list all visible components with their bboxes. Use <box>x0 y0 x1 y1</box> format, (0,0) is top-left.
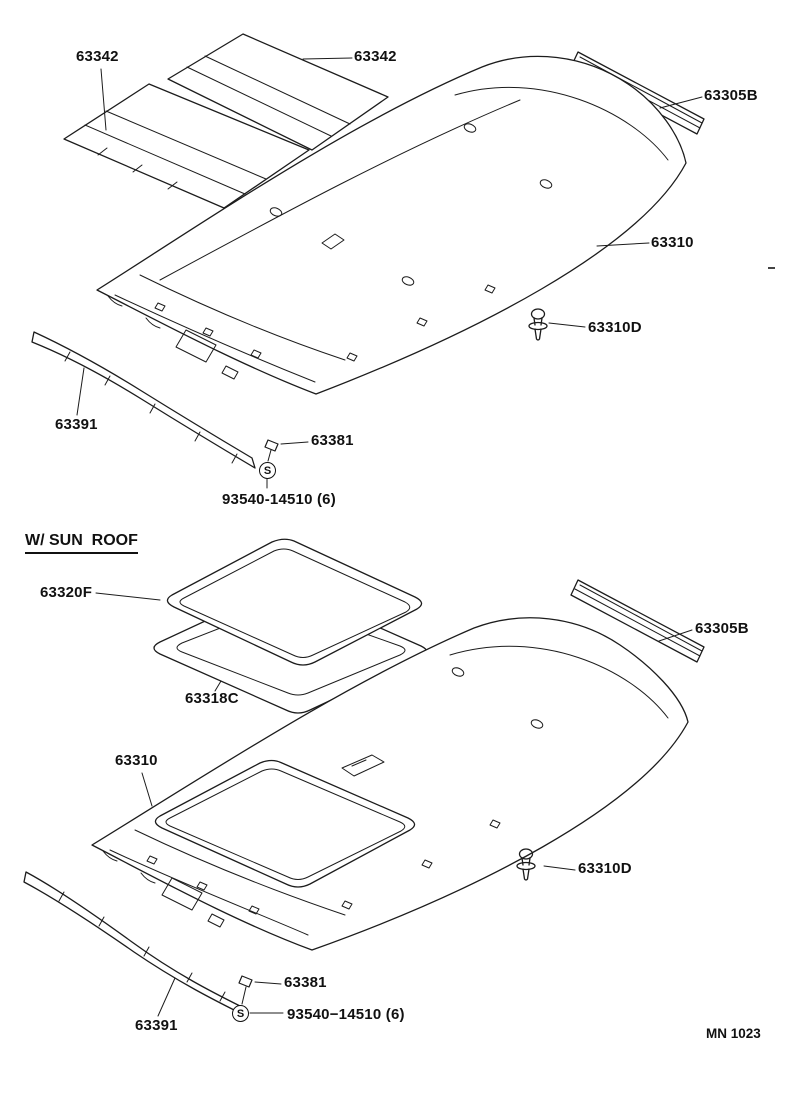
part-label-retainer-top: 63381 <box>311 432 354 449</box>
strip-outline <box>570 579 705 663</box>
part-label-sunshade-right: 63342 <box>354 48 397 65</box>
part-label-screw-top: 93540-14510 (6) <box>222 491 336 508</box>
opening-inner <box>165 768 406 880</box>
lamp-opening <box>321 233 345 250</box>
sunroof-roof-diagram <box>23 538 705 1017</box>
headlining-outline <box>91 617 689 951</box>
mounting-hole <box>451 667 465 677</box>
roof-headlining-sunroof <box>91 617 689 951</box>
screw-symbol-top: S <box>259 462 276 479</box>
headlining-contours <box>114 86 669 383</box>
leader-lines-bottom <box>95 592 693 1017</box>
switch-bracket <box>341 754 385 777</box>
part-label-screw-bottom: 93540−14510 (6) <box>287 1006 405 1023</box>
shade-outer <box>166 538 423 666</box>
part-label-clip-bottom: 63310D <box>578 860 632 877</box>
margin-mark <box>768 267 775 269</box>
headlining-contours <box>109 645 669 936</box>
shade-inner <box>179 548 411 658</box>
front-bracket <box>175 329 239 380</box>
sunroof-opening <box>154 759 416 888</box>
retainer-bottom <box>238 975 253 988</box>
panel-fold-lines <box>186 55 351 137</box>
front-molding-top <box>31 331 256 469</box>
part-label-clip-top: 63310D <box>588 319 642 336</box>
molding-ticks <box>64 351 238 464</box>
leader-lines-top <box>76 57 703 489</box>
sunshade-panel-left <box>63 83 310 209</box>
molding-ticks <box>58 891 226 1002</box>
front-bracket <box>161 877 225 928</box>
roof-headlining-top <box>96 55 687 395</box>
part-label-retainer-bottom: 63381 <box>284 974 327 991</box>
clip-marks <box>154 284 496 362</box>
corner-hooks <box>107 295 161 329</box>
panel-outline <box>167 33 389 151</box>
part-label-front-molding-top: 63391 <box>55 416 98 433</box>
headlining-outline <box>96 55 687 395</box>
panel-outline <box>63 83 310 209</box>
part-label-sunshade-left: 63342 <box>76 48 119 65</box>
sunroof-section-heading: W/ SUN ROOF <box>25 532 138 554</box>
screw-symbol-bottom: S <box>232 1005 249 1022</box>
mounting-hole <box>401 276 415 286</box>
rear-molding-strip-bottom <box>570 579 705 663</box>
panel-fold-lines <box>84 110 267 195</box>
retainer-top <box>264 439 279 452</box>
part-label-rear-trim-top: 63305B <box>704 87 758 104</box>
part-label-rear-trim-bottom: 63305B <box>695 620 749 637</box>
standard-roof-diagram <box>31 33 705 489</box>
part-label-headlining-bottom: 63310 <box>115 752 158 769</box>
roof-clip-top <box>528 308 548 341</box>
mounting-holes <box>451 667 544 729</box>
mounting-holes <box>269 123 553 286</box>
opening-outer <box>154 759 416 888</box>
mounting-hole <box>539 179 553 189</box>
mounting-hole <box>530 719 544 729</box>
mounting-hole <box>269 207 283 217</box>
part-label-sunroof-shade: 63320F <box>40 584 93 601</box>
sunroof-shade-panel <box>166 538 423 666</box>
page-code: MN 1023 <box>706 1026 761 1041</box>
part-label-opening-trim: 63318C <box>185 690 239 707</box>
strip-ridges <box>574 584 703 657</box>
corner-hooks <box>102 850 156 884</box>
part-label-headlining-top: 63310 <box>651 234 694 251</box>
mounting-hole <box>463 123 477 133</box>
sunshade-panel-right <box>167 33 389 151</box>
part-label-front-molding-bottom: 63391 <box>135 1017 178 1034</box>
clip-marks <box>146 819 501 915</box>
